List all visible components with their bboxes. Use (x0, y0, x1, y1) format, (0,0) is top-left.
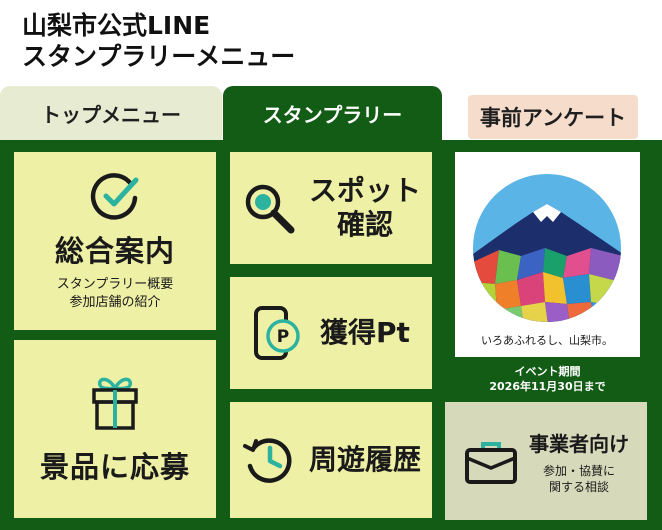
check-circle-icon (90, 173, 139, 220)
svg-text:P: P (277, 327, 289, 347)
prize-card[interactable]: 景品に応募 (14, 340, 216, 518)
tab-survey[interactable]: 事前アンケート (468, 95, 638, 139)
gift-icon (92, 377, 138, 430)
spot-line1: スポット (308, 174, 421, 207)
history-card[interactable]: 周遊履歴 (230, 402, 432, 518)
business-sub1: 参加・協賛に (542, 463, 615, 478)
prize-title: 景品に応募 (39, 450, 190, 484)
event-period: イベント期間 2026年11月30日まで (445, 364, 650, 394)
guide-sub2: 参加店舗の紹介 (69, 295, 161, 310)
tab-top-menu-label: トップメニュー (41, 102, 181, 127)
city-logo: いろあふれるし、山梨市。 (455, 152, 640, 357)
history-label: 周遊履歴 (308, 443, 421, 476)
tab-top-menu[interactable]: トップメニュー (0, 86, 222, 140)
business-sub2: 関する相談 (548, 479, 609, 494)
spot-card[interactable]: スポット 確認 (230, 152, 432, 264)
history-clock-icon (242, 438, 292, 483)
business-title: 事業者向け (529, 431, 629, 456)
spot-line2: 確認 (336, 208, 393, 241)
guide-card[interactable]: 総合案内 スタンプラリー概要 参加店舗の紹介 (14, 152, 216, 330)
logo-tagline: いろあふれるし、山梨市。 (481, 333, 613, 347)
points-card[interactable]: P 獲得Pt (230, 277, 432, 389)
event-line2: 2026年11月30日まで (489, 380, 606, 393)
header-title: 山梨市公式LINE スタンプラリーメニュー (22, 10, 295, 72)
guide-sub1: スタンプラリー概要 (56, 277, 174, 292)
tab-survey-label: 事前アンケート (479, 106, 627, 130)
city-logo-graphic: いろあふれるし、山梨市。 (473, 174, 621, 347)
business-card[interactable]: 事業者向け 参加・協賛に 関する相談 (445, 402, 647, 520)
tab-stamp-rally[interactable]: スタンプラリー (223, 86, 442, 140)
event-line1: イベント期間 (514, 365, 581, 378)
header-line1: 山梨市公式LINE (22, 11, 211, 40)
tab-stamp-rally-label: スタンプラリー (262, 102, 403, 127)
briefcase-icon (465, 442, 517, 484)
points-label: 獲得Pt (320, 316, 410, 349)
magnifier-icon (245, 184, 295, 234)
guide-title: 総合案内 (54, 234, 175, 268)
phone-points-icon: P (254, 306, 300, 360)
header-line2: スタンプラリーメニュー (22, 42, 296, 71)
